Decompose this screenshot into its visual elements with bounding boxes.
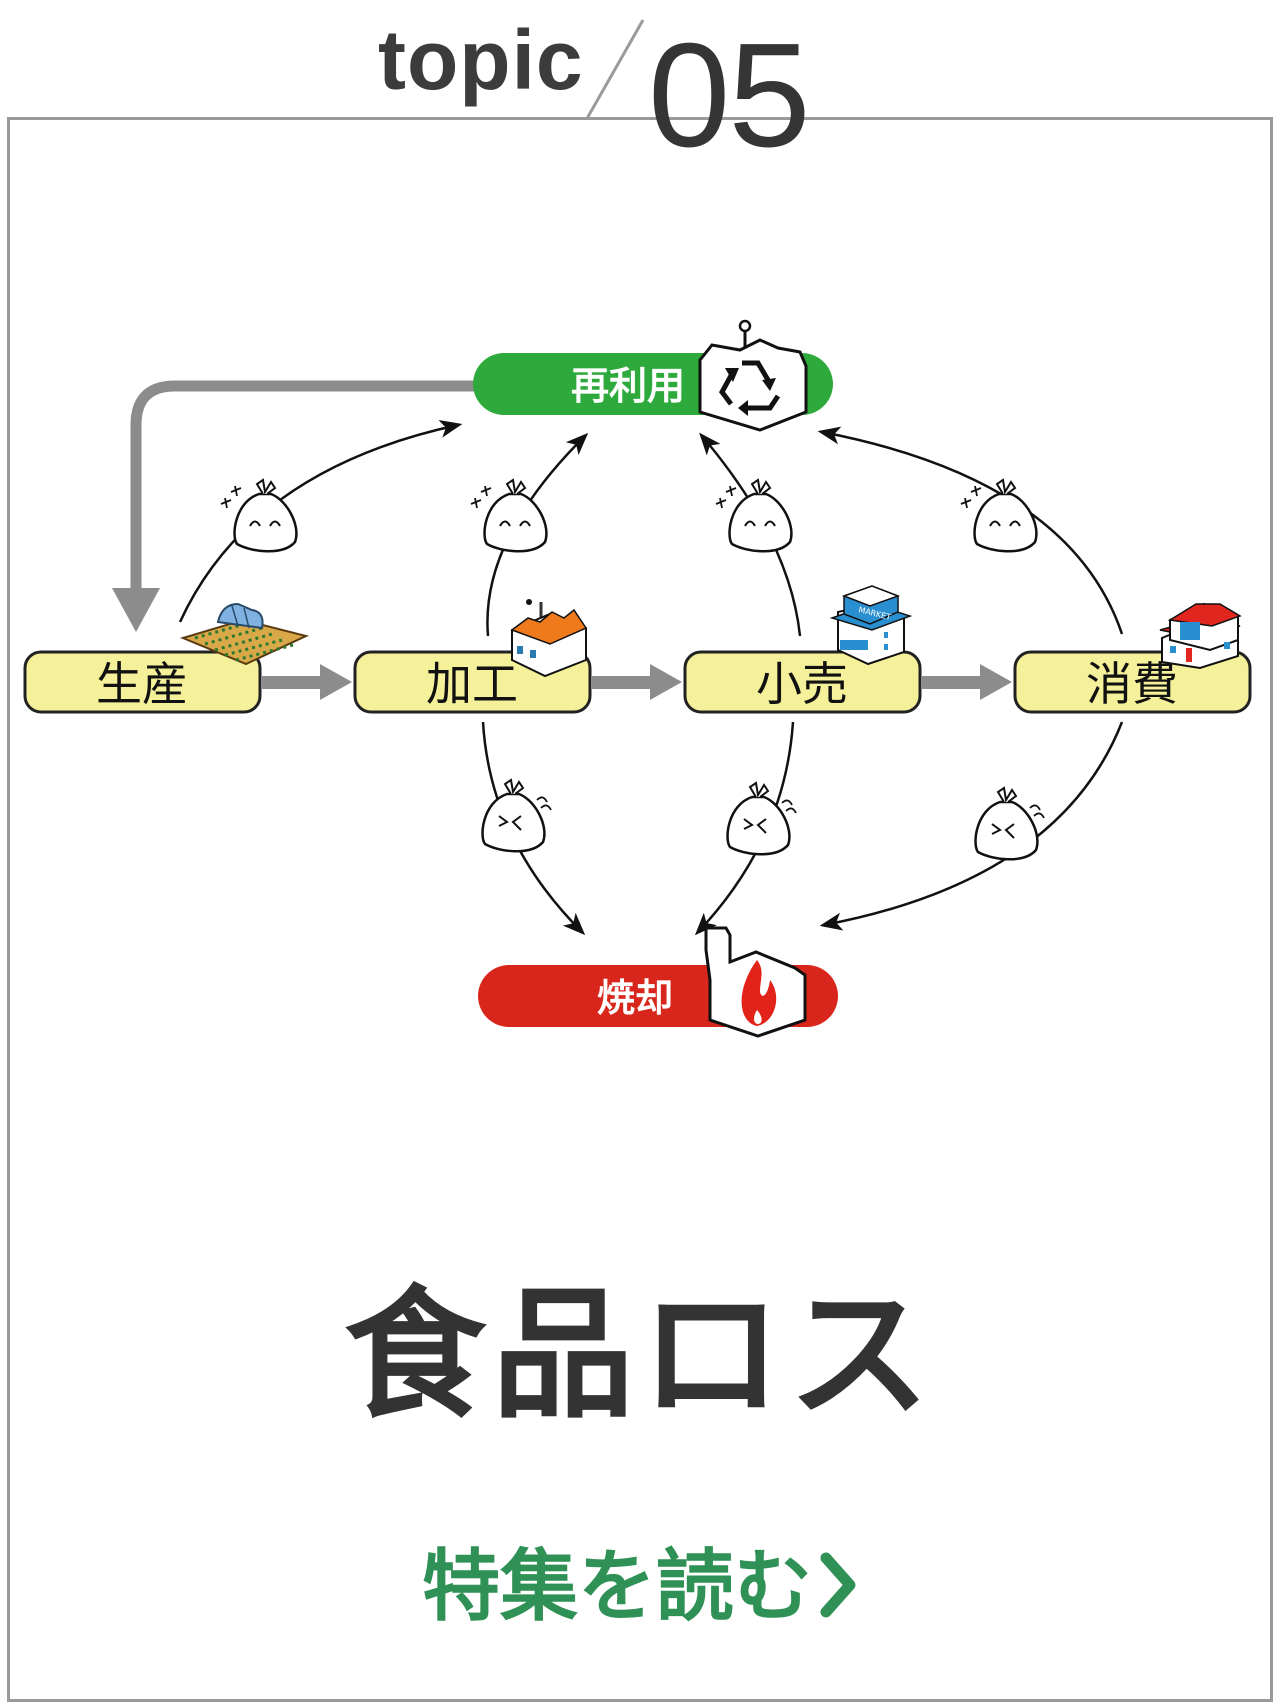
distressed-garbage-bag-icon — [726, 781, 797, 856]
flow-arrow-retail-consumption — [922, 664, 1012, 700]
reuse-label: 再利用 — [571, 364, 685, 408]
stage-node-production: 生産 — [23, 650, 262, 714]
read-feature-link[interactable]: 特集を読む — [0, 1548, 1280, 1633]
market-building-icon: MARKET — [829, 585, 913, 666]
incineration-node: 焼却 — [478, 926, 838, 1038]
happy-garbage-bag-icon — [470, 478, 548, 553]
happy-garbage-bag-icon — [220, 478, 298, 553]
topic-title: 食品ロス — [344, 1273, 936, 1438]
distressed-garbage-bag-icon — [481, 778, 552, 853]
flow-arrow-processing-retail — [592, 664, 682, 700]
chevron-right-icon — [818, 1550, 858, 1633]
happy-garbage-bag-icon — [960, 478, 1038, 553]
stage-label: 生産 — [96, 657, 188, 711]
incineration-label: 焼却 — [597, 976, 673, 1020]
stage-label: 小売 — [756, 657, 848, 711]
stage-node-retail: 小売 — [683, 650, 922, 714]
read-feature-label: 特集を読む — [421, 1542, 812, 1632]
topic-number: 05 — [648, 13, 811, 178]
incinerator-fire-icon — [704, 926, 807, 1038]
stage-label: 消費 — [1086, 657, 1178, 711]
curve-production-to-reuse — [178, 420, 463, 623]
garbage-bags — [220, 478, 1045, 861]
factory-icon — [510, 599, 588, 678]
distressed-garbage-bag-icon — [974, 786, 1045, 861]
reuse-node: 再利用 — [473, 319, 833, 432]
feedback-arrow — [112, 380, 480, 632]
curve-consumption-to-incineration — [819, 721, 1124, 931]
flow-arrow-production-processing — [262, 664, 352, 700]
stage-label: 加工 — [426, 657, 518, 711]
happy-garbage-bag-icon — [715, 478, 793, 553]
farm-greenhouse-icon — [180, 602, 309, 666]
topic-label: topic — [378, 13, 584, 107]
recycle-facility-icon — [698, 319, 808, 432]
house-icon — [1159, 602, 1242, 670]
